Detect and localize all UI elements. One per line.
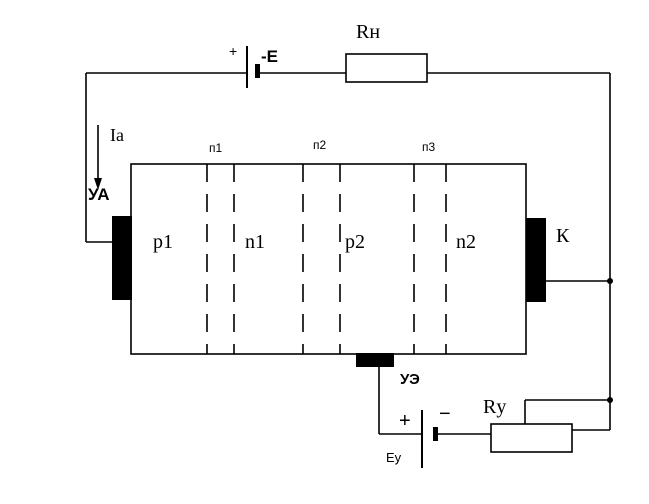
- anode-current-label: Iа: [110, 125, 124, 145]
- thyristor-body: [130, 163, 527, 355]
- control-plus-label: +: [399, 410, 411, 432]
- control-resistor-label: Rу: [483, 396, 506, 418]
- junction-1-label: п1: [209, 141, 222, 155]
- junction-2-label: п2: [313, 138, 326, 152]
- region-n2-label: n2: [456, 231, 476, 253]
- junction-dot-cathode: [607, 278, 613, 284]
- load-resistor-label: Rн: [356, 21, 380, 43]
- junction-dot-control: [607, 397, 613, 403]
- region-p2-label: p2: [345, 231, 365, 253]
- anode-label: УА: [88, 185, 110, 204]
- control-minus-label: −: [439, 403, 451, 425]
- anode-electrode: [112, 216, 132, 300]
- battery-plus-label: +: [229, 43, 237, 59]
- control-source-short-plate: [433, 427, 438, 441]
- control-electrode: [356, 353, 394, 367]
- junction-3-label: п3: [422, 140, 435, 154]
- cathode-electrode: [526, 218, 546, 302]
- control-resistor: [490, 423, 573, 453]
- battery-e-label: -E: [261, 47, 278, 66]
- battery-short-plate: [255, 64, 260, 78]
- region-n1-label: n1: [245, 231, 265, 253]
- region-p1-label: p1: [153, 231, 173, 253]
- control-electrode-label: УЭ: [400, 371, 420, 388]
- load-resistor: [345, 53, 428, 83]
- cathode-label: К: [556, 225, 570, 247]
- control-source-label: Еу: [386, 450, 402, 465]
- current-arrow-head: [94, 178, 102, 190]
